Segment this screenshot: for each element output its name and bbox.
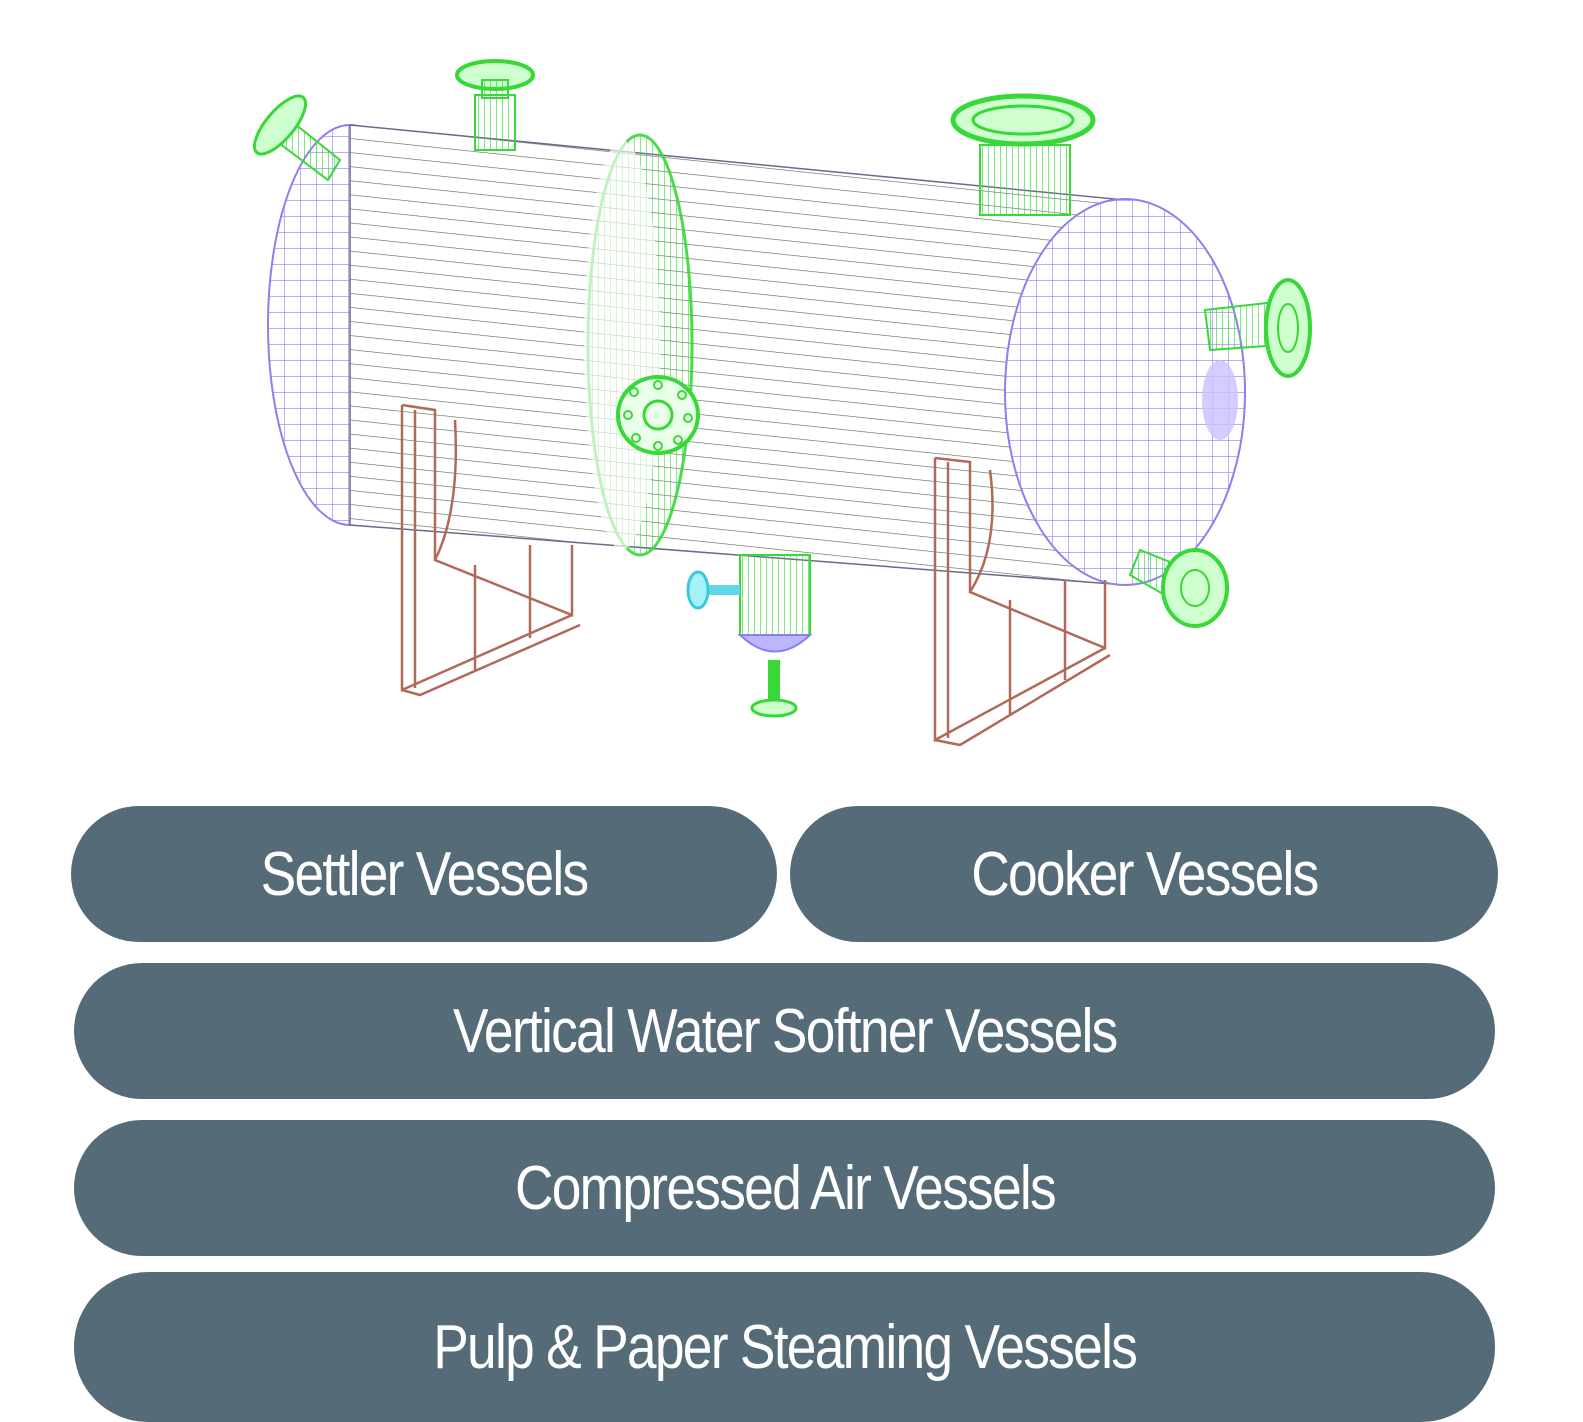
- cooker-vessels-label: Cooker Vessels: [970, 839, 1319, 909]
- settler-vessels-label: Settler Vessels: [260, 839, 590, 909]
- vertical-water-softner-vessels-label: Vertical Water Softner Vessels: [452, 996, 1118, 1066]
- left-saddle: [400, 403, 581, 697]
- pulp-paper-steaming-vessels-button[interactable]: Pulp & Paper Steaming Vessels: [74, 1272, 1495, 1422]
- vertical-water-softner-vessels-button[interactable]: Vertical Water Softner Vessels: [74, 963, 1495, 1099]
- lower-right-nozzle: [1128, 548, 1229, 628]
- manway-nozzle: [616, 375, 700, 455]
- compressed-air-vessels-label: Compressed Air Vessels: [514, 1153, 1056, 1223]
- right-head-nozzle: [1203, 278, 1312, 378]
- pulp-paper-steaming-vessels-label: Pulp & Paper Steaming Vessels: [433, 1312, 1138, 1382]
- top-nozzle-small: [455, 59, 535, 151]
- top-nozzle-large: [950, 93, 1096, 216]
- cooker-vessels-button[interactable]: Cooker Vessels: [790, 806, 1498, 942]
- right-saddle: [933, 456, 1111, 747]
- pressure-vessel-wireframe-icon: [252, 59, 1312, 747]
- drain-boot: [686, 554, 813, 718]
- compressed-air-vessels-button[interactable]: Compressed Air Vessels: [74, 1120, 1495, 1256]
- right-head: [1004, 198, 1246, 586]
- settler-vessels-button[interactable]: Settler Vessels: [71, 806, 777, 942]
- vessel-shell: [349, 124, 1126, 586]
- body-flange: [584, 133, 694, 557]
- top-left-nozzle: [252, 94, 342, 182]
